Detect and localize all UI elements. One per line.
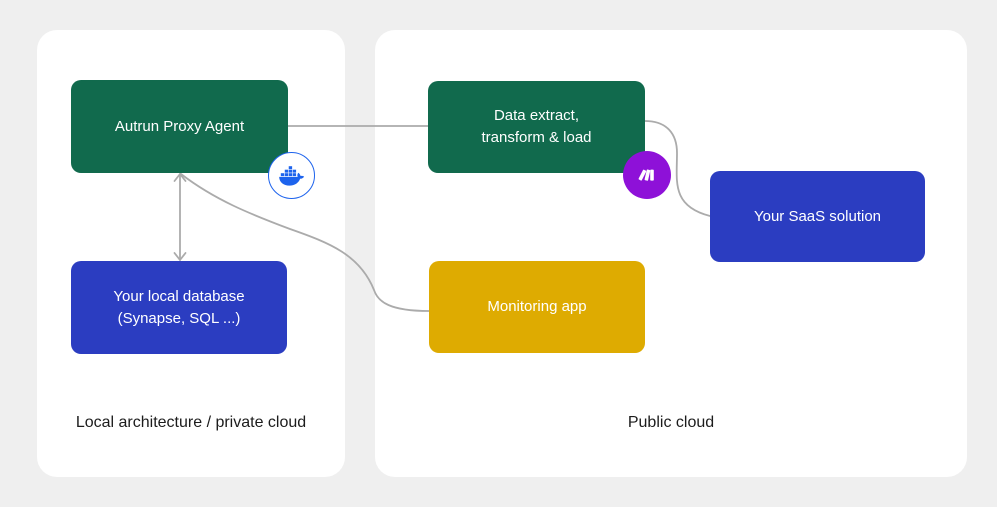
node-monitoring-app-label: Monitoring app [487,298,587,315]
node-saas-solution: Your SaaS solution [710,171,925,262]
node-proxy-agent: Autrun Proxy Agent [71,80,288,173]
node-saas-solution-label: Your SaaS solution [753,207,882,225]
docker-icon [268,152,315,199]
make-icon [623,151,671,199]
private-cloud-label: Local architecture / private cloud [75,414,307,431]
public-cloud-label: Public cloud [627,414,715,431]
node-proxy-agent-label: Autrun Proxy Agent [114,117,245,135]
node-data-etl-line2: transform & load [481,129,592,146]
node-local-database: Your local database (Synapse, SQL ...) [71,261,287,354]
node-data-etl-line1: Data extract, [493,107,580,124]
node-local-database-line1: Your local database [113,287,245,305]
make-logo-glyph [638,169,654,181]
node-monitoring-app: Monitoring app [429,261,645,353]
node-local-database-line2: (Synapse, SQL ...) [117,309,241,327]
node-data-etl: Data extract, transform & load [428,81,645,173]
docker-whale-glyph [278,165,304,186]
